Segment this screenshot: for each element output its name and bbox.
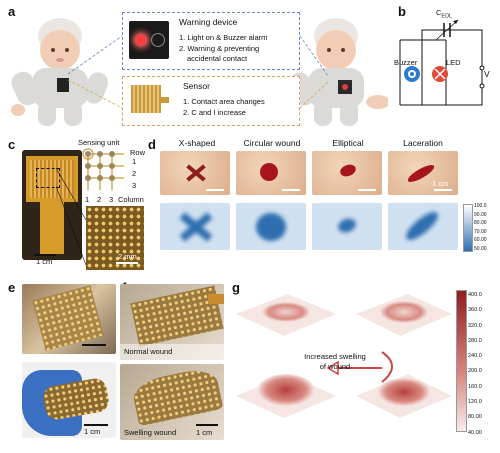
title-x-shaped: X-shaped [178,138,216,148]
wound-photo-x [160,151,230,195]
swelling-wound-label: Swelling wound [124,428,177,437]
panel-label-a: a [8,4,16,19]
wound-photo-circular [236,151,306,195]
sensor-photo [131,85,161,113]
normal-wound-label: Normal wound [124,347,173,356]
buzzer-label: Buzzer [394,58,418,67]
panel-label-e: e [8,280,16,295]
sensing-unit-label: Sensing unit [78,138,120,147]
colorbar-g [456,290,467,432]
swelling-label-2: of wound [319,362,351,371]
warning-item-2: 2. Warning & preventing [179,44,260,53]
normal-wound-photo [120,284,224,360]
warning-device-box: Warning device 1. Light on & Buzzer alar… [122,12,300,70]
capacitor-label: CEDL [436,8,453,20]
scale-1cm-f: 1 cm [196,428,213,437]
sensor-box: Sensor 1. Contact area changes 2. C and … [122,76,300,126]
title-laceration: Laceration [403,138,443,148]
led-device-photo [129,21,169,59]
row-label: Row [130,148,146,157]
title-elliptical: Elliptical [332,138,364,148]
panel-label-d: d [148,137,156,152]
led-label: LED [446,58,461,67]
swelling-label-1: Increased swelling [304,352,366,361]
connector-lines [67,35,329,109]
sensor-bent-photo [22,362,116,438]
heatmap-circular [236,203,306,250]
sensor-photo-c [22,150,82,260]
panel-label-g: g [232,280,240,295]
sensor-title: Sensor [183,81,210,91]
row-3: 3 [132,181,137,190]
sensor-item-2: 2. C and I increase [183,108,246,117]
heatmap-x [160,203,230,250]
wound-photo-laceration: 1 cm [388,151,458,195]
baby-photo-left [11,18,109,126]
col-2: 2 [97,195,102,204]
heatmap-elliptical [312,203,382,250]
col-1: 1 [85,195,90,204]
title-circular: Circular wound [243,138,301,148]
warning-item-1: 1. Light on & Buzzer alarm [179,33,268,42]
voltage-label: V [484,69,490,79]
column-label: Column [118,195,144,204]
baby-photo-right [289,18,388,126]
sensor-on-skin-photo [22,284,116,354]
sensing-grid [82,148,124,190]
scale-1cm-c: 1 cm [36,257,53,266]
swelling-3d-plots [236,294,452,418]
warning-title: Warning device [179,17,238,27]
sensor-item-1: 1. Contact area changes [183,97,265,106]
colorbar-d [463,204,473,252]
row-1: 1 [132,157,137,166]
warning-item-3: accidental contact [187,54,248,63]
scale-2mm-c: 2 mm [118,252,137,261]
magnified-array [86,206,144,270]
heatmap-laceration [388,203,458,250]
panel-label-b: b [398,4,406,19]
scale-1cm-e: 1 cm [84,427,101,436]
swelling-wound-photo [120,364,224,440]
col-3: 3 [109,195,114,204]
row-2: 2 [132,169,137,178]
panel-label-c: c [8,137,16,152]
scale-1cm-d: 1 cm [432,179,449,188]
circuit-diagram [399,19,485,106]
wound-photo-elliptical [312,151,382,195]
